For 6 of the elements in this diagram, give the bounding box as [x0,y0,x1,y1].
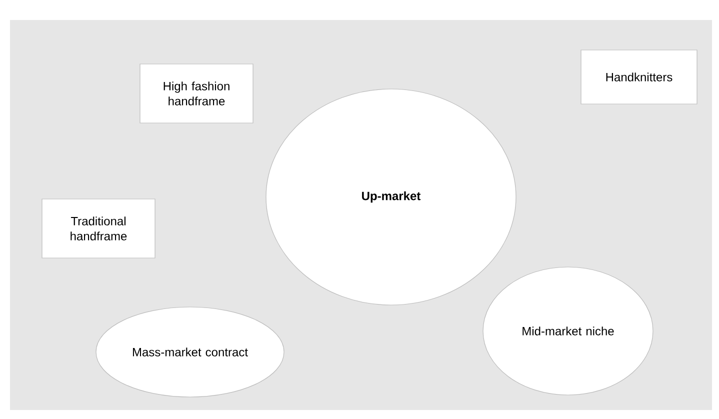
ellipse-node: Up-market [266,88,516,306]
text-box: High fashion handframe [140,64,254,124]
text-box: Handknitters [580,50,698,104]
ellipse-node: Mid-market niche [482,266,654,396]
ellipse-node: Mass-market contract [96,306,284,398]
text-box: Traditional handframe [42,198,156,258]
